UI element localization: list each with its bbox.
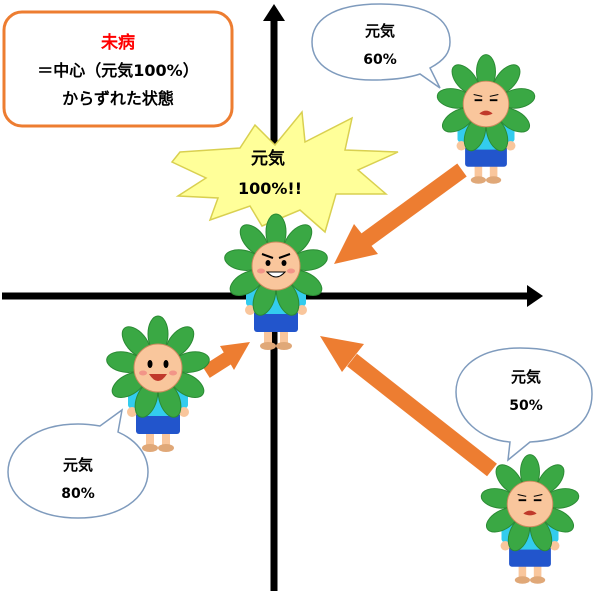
face	[462, 80, 510, 128]
bubble-left: 元気 80%	[7, 408, 149, 519]
center-burst: 元気 100%!!	[170, 110, 399, 234]
face	[133, 343, 183, 393]
bubble-3-value: 80%	[61, 486, 95, 502]
character-bottom-right	[480, 454, 580, 584]
pants	[509, 545, 551, 567]
bubble-2-value: 50%	[509, 398, 543, 414]
title-line-1: 未病	[100, 32, 135, 53]
arrow-from-left	[202, 342, 250, 378]
burst-label: 元気	[251, 148, 285, 169]
pants	[254, 310, 298, 332]
arrow-from-bottom-right	[320, 336, 497, 477]
arrow-from-top-right	[334, 163, 467, 264]
title-line-3: からずれた状態	[62, 89, 174, 108]
bubble-right: 元気 50%	[455, 347, 593, 462]
arrows	[202, 163, 497, 477]
bubble-top-right: 元気 60%	[311, 3, 451, 89]
bubble-1-label: 元気	[365, 22, 395, 40]
character-left	[106, 315, 210, 452]
y-axis-arrowhead	[263, 4, 285, 21]
pants	[136, 412, 180, 434]
x-axis-arrowhead	[527, 285, 543, 307]
burst-value: 100%!!	[238, 179, 302, 198]
face	[251, 241, 301, 291]
bubble-2-label: 元気	[511, 368, 541, 386]
face	[506, 480, 554, 528]
bubble-3-label: 元気	[63, 456, 93, 474]
character-center	[224, 213, 328, 350]
title-box: 未病 ＝中心（元気100%） からずれた状態	[2, 10, 234, 128]
bubble-1-value: 60%	[363, 52, 397, 68]
character-top-right	[436, 54, 536, 184]
title-line-2: ＝中心（元気100%）	[37, 61, 198, 80]
pants	[465, 145, 507, 167]
